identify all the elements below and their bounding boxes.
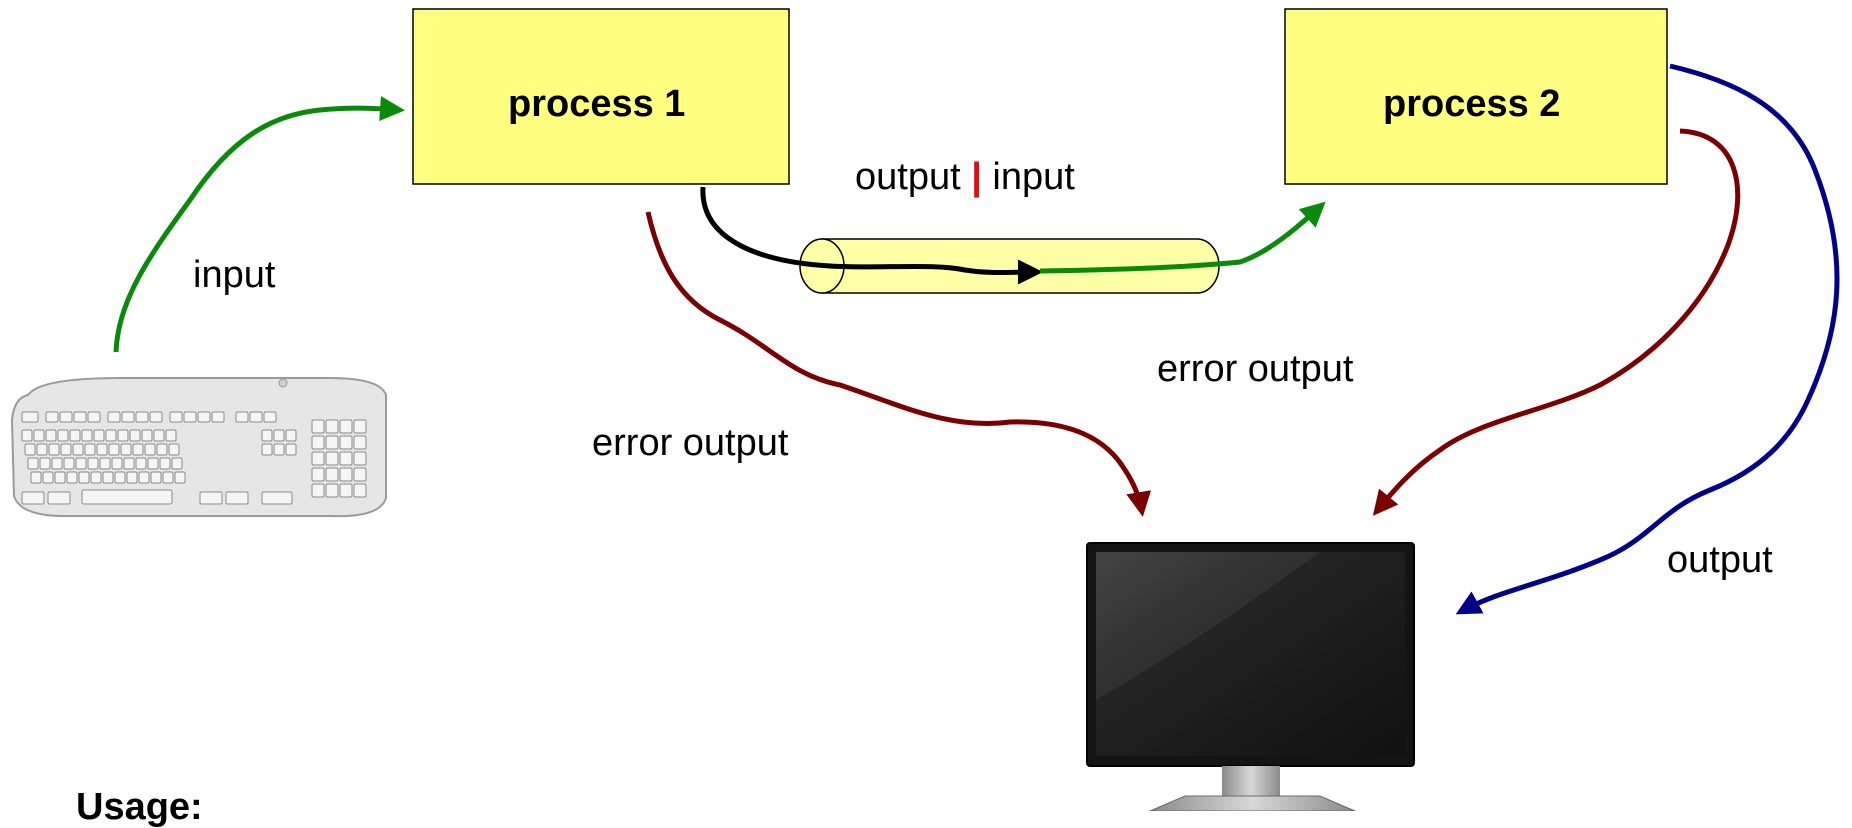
keyboard-input-arrow [113, 96, 405, 353]
process-1-error-arrow [645, 211, 1152, 517]
error-output-label-2: error output [1157, 348, 1354, 390]
process-1-label: process 1 [508, 83, 686, 125]
input-label: input [193, 254, 276, 296]
pipe-label: output | input [855, 158, 1075, 196]
monitor-icon [1086, 542, 1415, 811]
process-2-box [1284, 8, 1668, 185]
pipe-output-arrow [700, 186, 1043, 285]
process-2-label: process 2 [1383, 83, 1561, 125]
usage-heading: Usage: [76, 786, 203, 828]
error-output-label-1: error output [592, 422, 789, 464]
process-1-box [412, 8, 790, 185]
pipe-diagram [10, 8, 1840, 811]
keyboard-icon [10, 377, 387, 518]
output-label: output [1667, 539, 1773, 581]
pipe-label-input: input [992, 156, 1075, 198]
process-2-output-arrow [1455, 63, 1840, 615]
pipe-input-arrow [1039, 201, 1326, 274]
process-2-error-arrow [1372, 128, 1741, 516]
pipe-label-output: output [855, 156, 961, 198]
pipe-symbol: | [971, 156, 982, 198]
